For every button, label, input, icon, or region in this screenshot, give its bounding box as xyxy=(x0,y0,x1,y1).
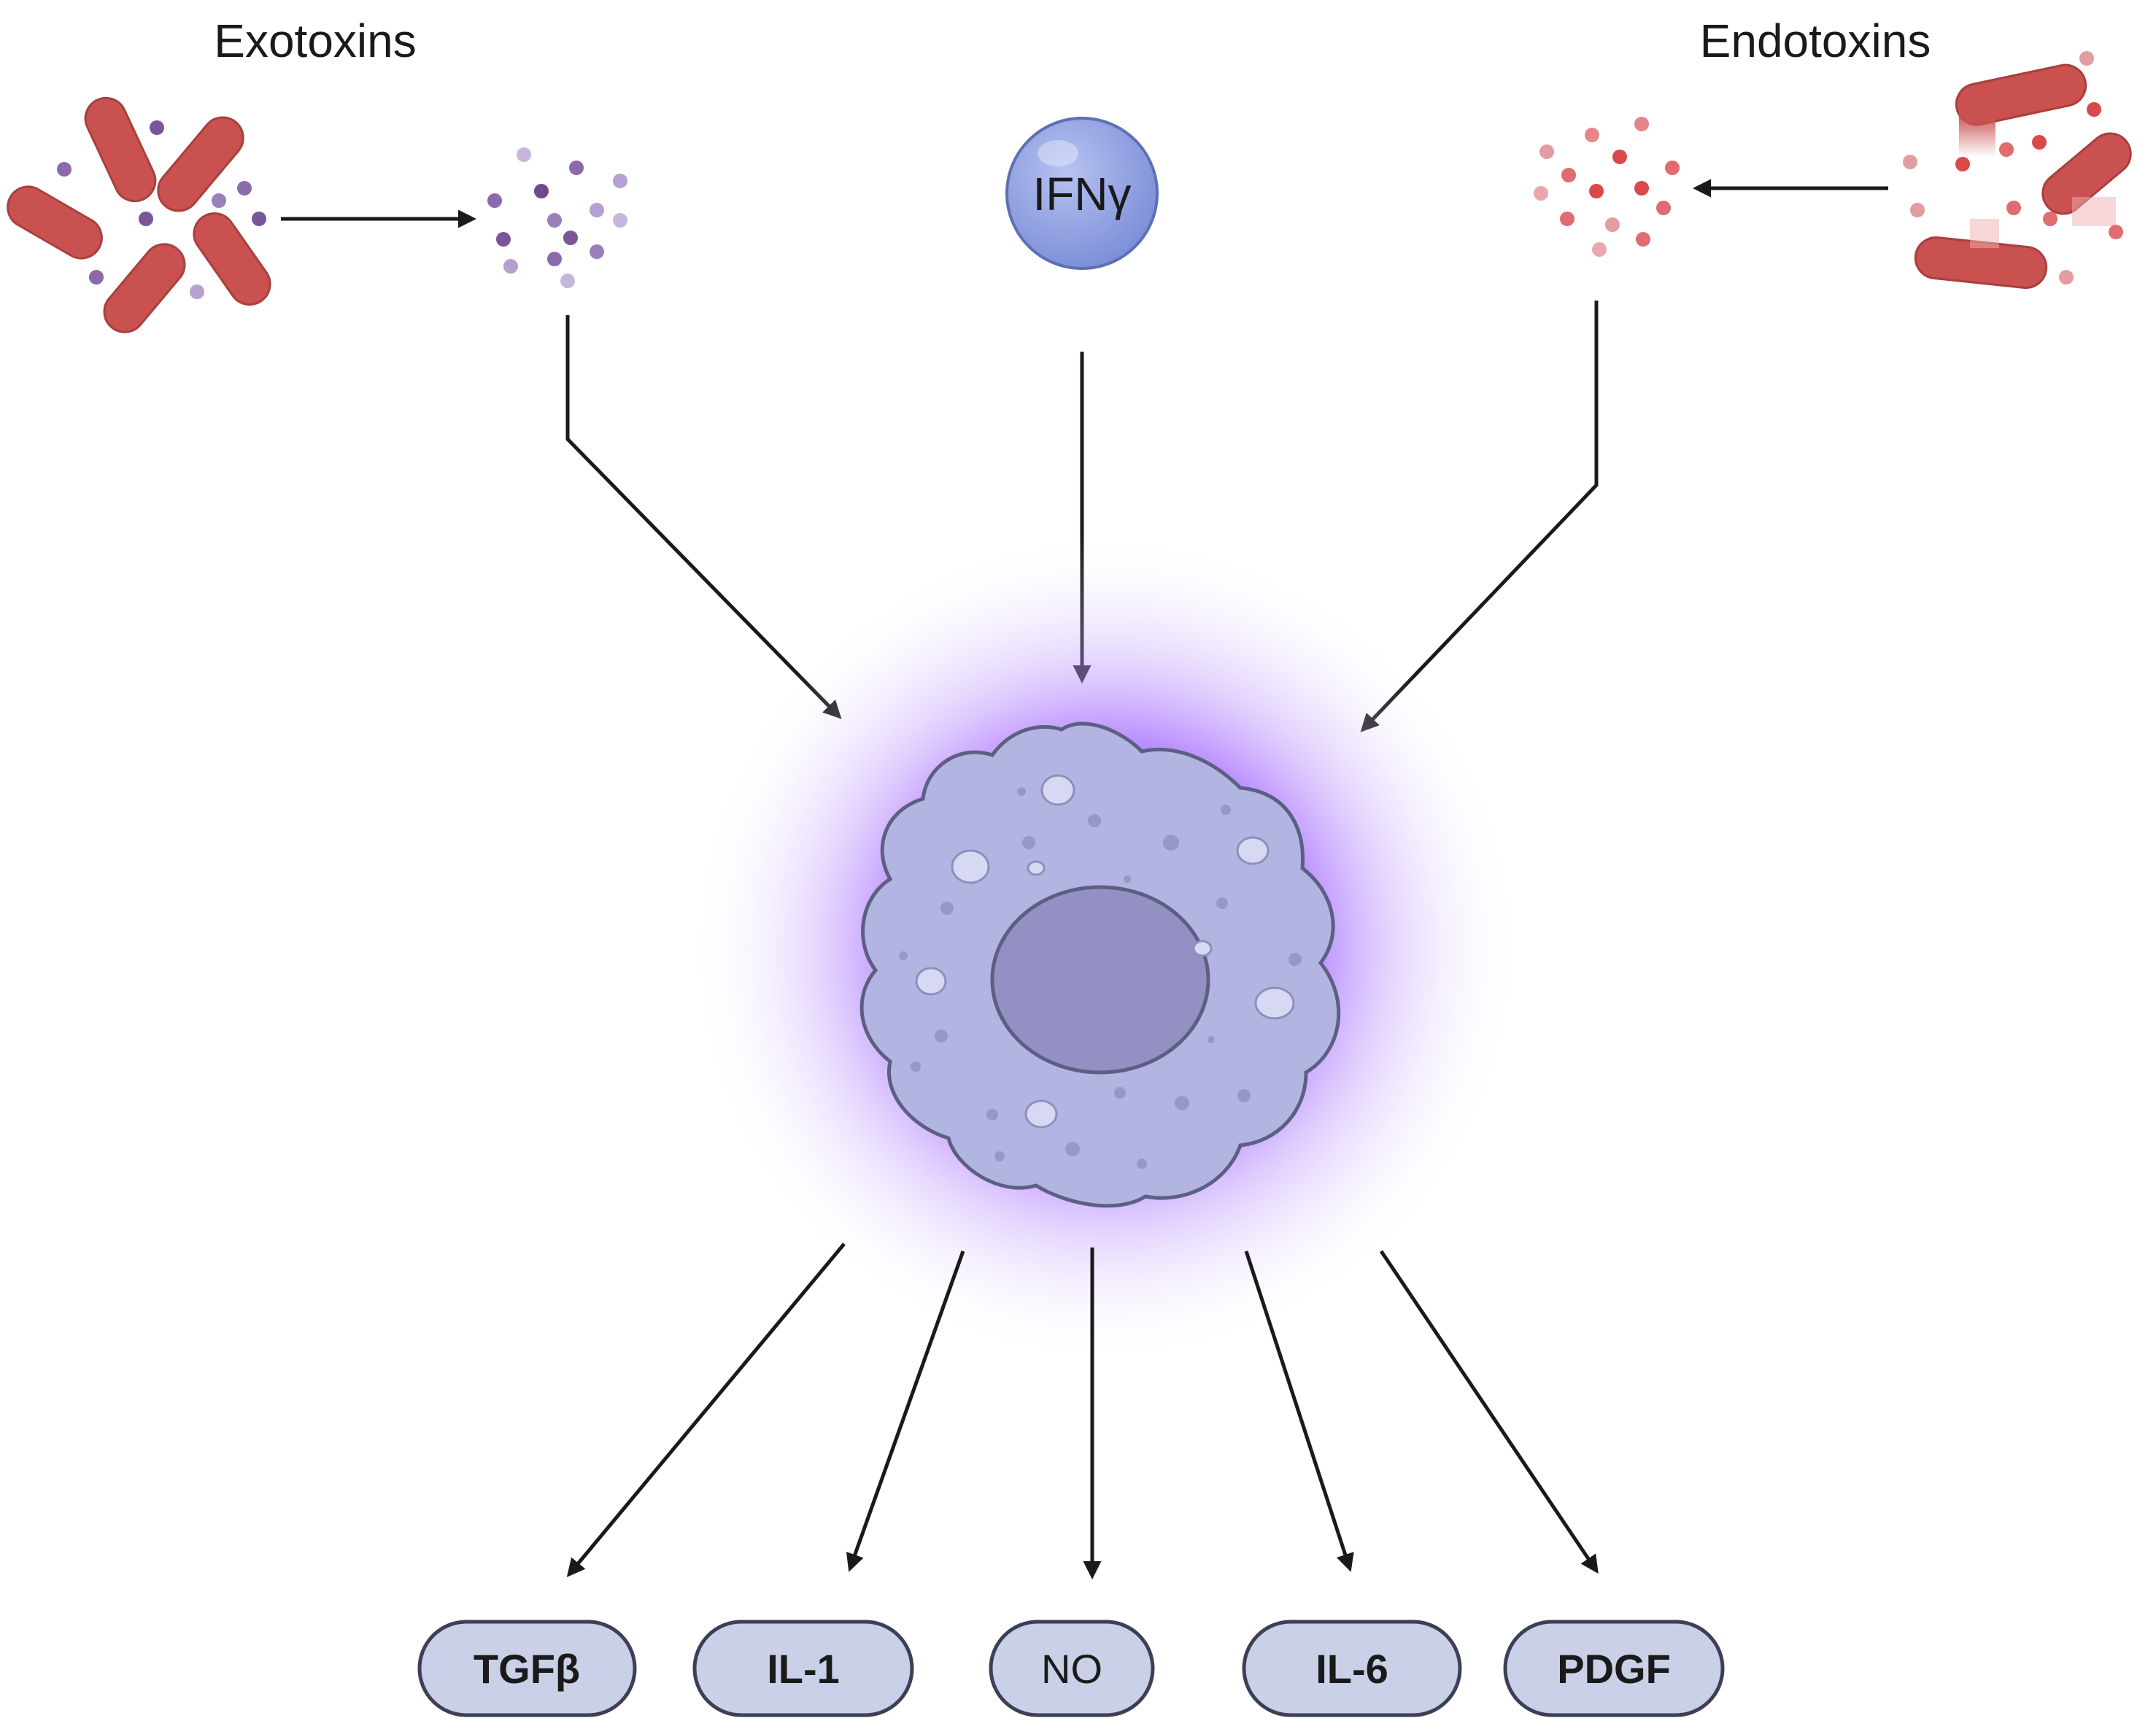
macrophage-nucleus xyxy=(990,885,1210,1075)
bacterium-rod xyxy=(2041,132,2132,215)
bacterium-rod xyxy=(7,185,103,260)
macrophage-granules xyxy=(899,787,1302,1169)
bacterium-rod xyxy=(157,116,244,212)
output-label-pdgf: PDGF xyxy=(1557,1646,1671,1692)
output-pill-tgfb: TGFβ xyxy=(417,1620,637,1717)
macrophage-vacuoles xyxy=(915,774,1295,1129)
endotoxins-label: Endotoxins xyxy=(1700,15,1931,67)
exotoxin-particles xyxy=(487,147,627,288)
bacterium-rod xyxy=(1955,63,2087,126)
exotoxin-to-macrophage-arrow xyxy=(565,315,842,719)
output-arrow-pdgf xyxy=(1379,1250,1599,1574)
output-pill-il6: IL-6 xyxy=(1242,1620,1462,1717)
output-label-il1: IL-1 xyxy=(767,1646,840,1692)
exotoxin-bacteria-cluster xyxy=(7,96,271,333)
endotoxin-to-macrophage-arrow xyxy=(1360,301,1599,732)
output-pill-il1: IL-1 xyxy=(692,1620,914,1717)
ifn-gamma: IFNγ xyxy=(1005,117,1159,270)
output-label-il6: IL-6 xyxy=(1315,1646,1388,1692)
bacterium-rod xyxy=(193,212,271,306)
exotoxins-label: Exotoxins xyxy=(214,15,416,67)
macrophage xyxy=(689,533,1521,1364)
output-arrow-il6 xyxy=(1244,1250,1354,1572)
exotoxin-dots-source xyxy=(57,120,266,299)
output-label-tgfb: TGFβ xyxy=(474,1646,580,1692)
output-label-no: NO xyxy=(1041,1646,1102,1692)
endotoxin-bacteria-cluster xyxy=(1903,51,2132,289)
output-arrow-tgfb xyxy=(566,1242,846,1577)
bacterium-rod xyxy=(103,243,186,333)
ifn-gamma-label: IFNγ xyxy=(1032,168,1131,220)
output-pill-no: NO xyxy=(989,1620,1155,1717)
output-pill-pdgf: PDGF xyxy=(1503,1620,1725,1717)
output-arrow-il1 xyxy=(846,1250,965,1572)
bacterium-rod xyxy=(84,96,157,203)
endotoxin-particles xyxy=(1534,117,1680,257)
